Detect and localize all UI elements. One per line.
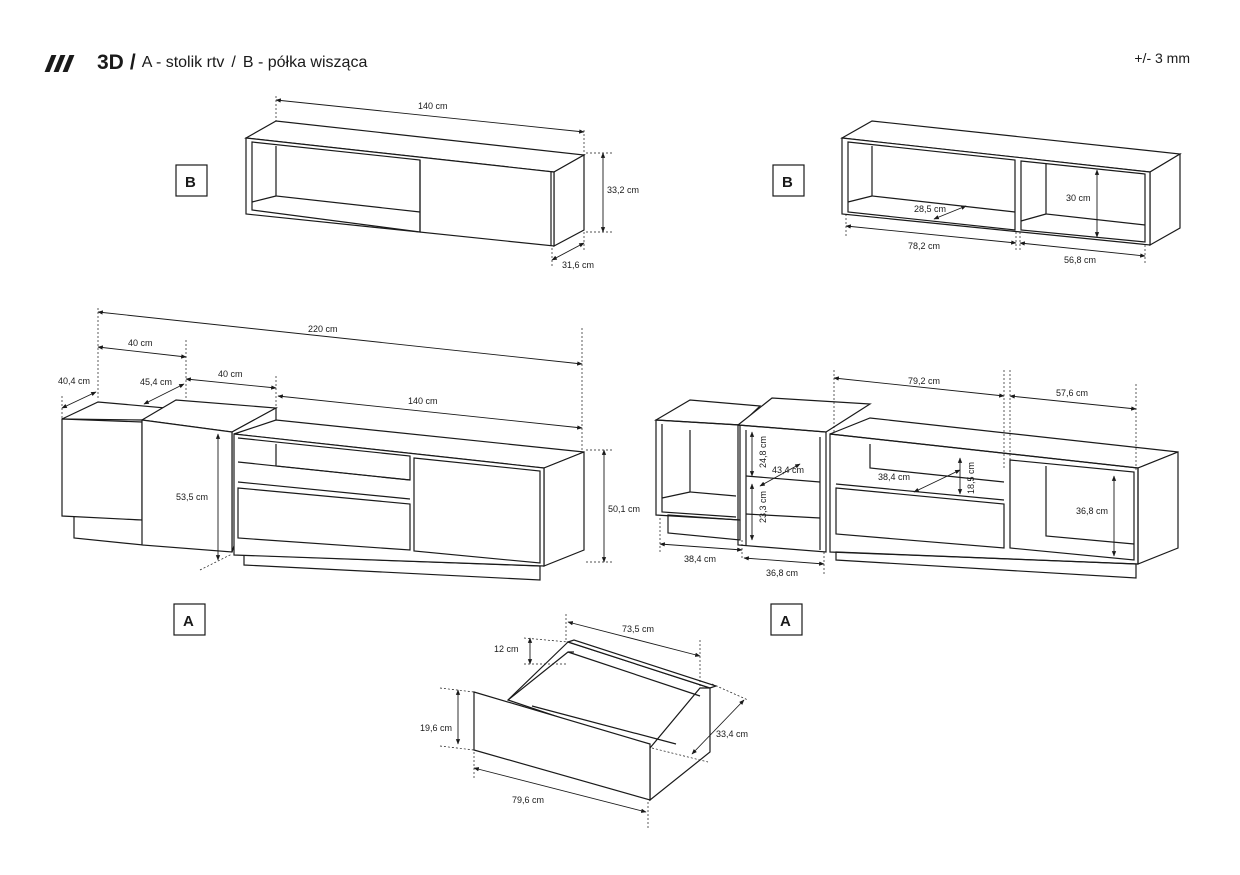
dimension-tv-main-height: 50,1 cm bbox=[586, 449, 640, 563]
label-b-box-right: B bbox=[772, 164, 805, 197]
subtitle-part-b: B - półka wisząca bbox=[242, 54, 368, 71]
dimension-shelf-front-height: 33,2 cm bbox=[586, 152, 639, 233]
dimension-drawer-334: 33,4 cm bbox=[651, 683, 749, 763]
dimension-shelf-open-left: 78,2 cm bbox=[845, 214, 1017, 252]
dimension-tv-open-576: 57,6 cm bbox=[1009, 370, 1137, 470]
dim-label: 36,8 cm bbox=[766, 568, 798, 578]
dimension-drawer-196: 19,6 cm bbox=[420, 687, 475, 751]
tv-stand-a-open-drawing bbox=[653, 397, 1179, 579]
tv-stand-a-closed-drawing bbox=[61, 399, 585, 581]
subtitle-divider: / bbox=[231, 54, 236, 71]
dimension-tv-open-434: 43,4 cm bbox=[759, 463, 804, 487]
dim-label: 33,4 cm bbox=[716, 729, 748, 739]
dimension-tv-depth-mid: 45,4 cm bbox=[140, 377, 185, 405]
dim-label: 30 cm bbox=[1066, 193, 1091, 203]
dim-label: 220 cm bbox=[308, 324, 338, 334]
dim-label: 33,2 cm bbox=[607, 185, 639, 195]
dimension-shelf-open-height: 30 cm bbox=[1066, 169, 1100, 238]
dimension-tv-open-368b: 36,8 cm bbox=[743, 552, 825, 578]
dim-label: 40 cm bbox=[218, 369, 243, 379]
dim-label: 73,5 cm bbox=[622, 624, 654, 634]
dim-label: 53,5 cm bbox=[176, 492, 208, 502]
dim-label: 78,2 cm bbox=[908, 241, 940, 251]
dimension-tv-main-width: 140 cm bbox=[277, 394, 583, 430]
dimension-tv-open-233: 23,3 cm bbox=[749, 483, 768, 541]
shelf-b-closed-drawing bbox=[244, 120, 586, 247]
dim-label: 56,8 cm bbox=[1064, 255, 1096, 265]
dim-label: 24,8 cm bbox=[758, 436, 768, 468]
header: 3D / A - stolik rtv / B - półka wisząca bbox=[44, 48, 368, 78]
label-a: A bbox=[780, 613, 791, 630]
dimension-drawer-796: 79,6 cm bbox=[473, 752, 649, 828]
dimension-tv-open-185: 18,5 cm bbox=[957, 457, 976, 495]
drawer-drawing bbox=[473, 639, 718, 802]
dimension-tv-open-384b: 38,4 cm bbox=[878, 469, 961, 493]
label-a-box: A bbox=[173, 603, 206, 636]
dim-label: 28,5 cm bbox=[914, 204, 946, 214]
dimension-tv-open-368: 36,8 cm bbox=[1076, 475, 1117, 557]
label-b: B bbox=[782, 174, 793, 191]
dimension-tv-open-384: 38,4 cm bbox=[659, 518, 743, 564]
dim-label: 36,8 cm bbox=[1076, 506, 1108, 516]
label-a-box-right: A bbox=[770, 603, 803, 636]
dimension-shelf-front-depth: 31,6 cm bbox=[551, 232, 594, 270]
dim-label: 140 cm bbox=[418, 101, 448, 111]
dim-label: 79,2 cm bbox=[908, 376, 940, 386]
dim-label: 57,6 cm bbox=[1056, 388, 1088, 398]
label-b-box: B bbox=[175, 164, 208, 197]
shelf-b-open-drawing bbox=[840, 120, 1182, 247]
dim-label: 43,4 cm bbox=[772, 465, 804, 475]
dim-label: 38,4 cm bbox=[684, 554, 716, 564]
label-a: A bbox=[183, 613, 194, 630]
dim-label: 18,5 cm bbox=[966, 462, 976, 494]
tolerance-note: +/- 3 mm bbox=[1134, 50, 1190, 66]
page-title: 3D bbox=[97, 51, 124, 74]
dimension-shelf-open-right: 56,8 cm bbox=[1019, 232, 1146, 265]
dim-label: 40 cm bbox=[128, 338, 153, 348]
dimension-tv-top-40b: 40 cm bbox=[185, 369, 277, 406]
dim-label: 19,6 cm bbox=[420, 723, 452, 733]
dimension-shelf-front-width: 140 cm bbox=[275, 96, 585, 155]
dim-label: 31,6 cm bbox=[562, 260, 594, 270]
dimension-shelf-open-depth: 28,5 cm bbox=[914, 204, 967, 220]
dim-label: 45,4 cm bbox=[140, 377, 172, 387]
dim-label: 40,4 cm bbox=[58, 376, 90, 386]
dim-label: 140 cm bbox=[408, 396, 438, 406]
dim-label: 23,3 cm bbox=[758, 491, 768, 523]
label-b: B bbox=[185, 174, 196, 191]
dimension-tv-mid-height: 53,5 cm bbox=[176, 433, 233, 571]
dim-label: 38,4 cm bbox=[878, 472, 910, 482]
title-slash: / bbox=[129, 51, 136, 74]
dimension-tv-depth-left: 40,4 cm bbox=[58, 376, 97, 418]
dim-label: 79,6 cm bbox=[512, 795, 544, 805]
subtitle-part-a: A - stolik rtv bbox=[141, 54, 225, 71]
dimension-tv-open-248: 24,8 cm bbox=[749, 431, 768, 477]
dim-label: 50,1 cm bbox=[608, 504, 640, 514]
dimension-tv-top-40a: 40 cm bbox=[97, 338, 187, 400]
dim-label: 12 cm bbox=[494, 644, 519, 654]
dimension-drawer-12: 12 cm bbox=[494, 637, 569, 665]
dimension-drawer-735: 73,5 cm bbox=[565, 614, 701, 686]
dimension-tv-open-792: 79,2 cm bbox=[833, 370, 1005, 468]
